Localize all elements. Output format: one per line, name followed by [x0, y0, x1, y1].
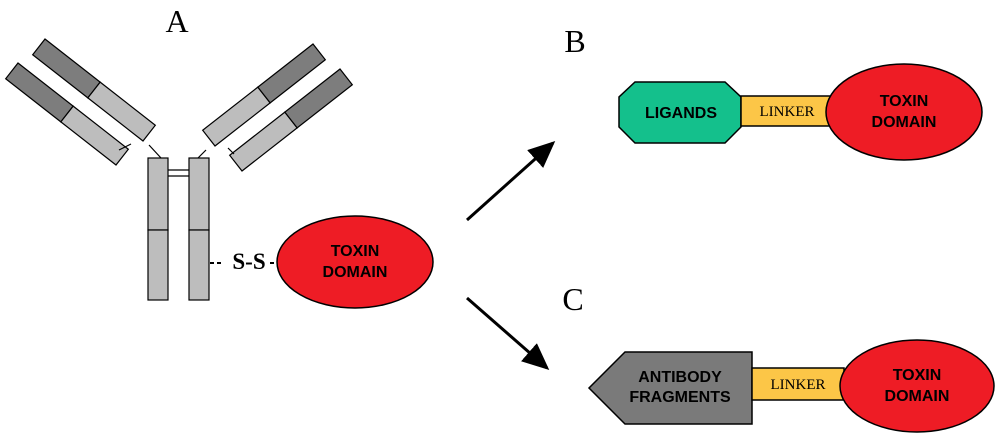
linker-label-c: LINKER: [771, 377, 826, 393]
panel-c-letter: C: [562, 281, 583, 317]
ligand-shape: [618, 81, 742, 144]
disulfide-label: S-S: [232, 249, 265, 274]
arrow-to-b: [465, 140, 556, 222]
toxin-domain-c: [839, 339, 995, 433]
toxin-label-b-line1: TOXIN: [880, 93, 929, 110]
toxin-label-c-line2: DOMAIN: [885, 388, 950, 405]
toxin-domain-a: [276, 215, 434, 309]
toxin-label-a-line1: TOXIN: [331, 243, 380, 260]
antibody-label-line2: FRAGMENTS: [629, 389, 731, 406]
antibody-label-line1: ANTIBODY: [638, 369, 722, 386]
linker-b: [740, 95, 834, 127]
panel-c: C ANTIBODY FRAGMENTS LINKER TOXIN DOMAIN: [562, 281, 995, 433]
left-arm-light: [4, 62, 130, 166]
panel-a-letter: A: [165, 3, 188, 39]
right-light-link: [227, 147, 235, 155]
toxin-label-c-line1: TOXIN: [893, 367, 942, 384]
arrow-to-c: [466, 296, 550, 370]
panel-b-letter: B: [564, 23, 585, 59]
ligand-label: LIGANDS: [645, 105, 717, 122]
right-arm-light: [228, 68, 354, 172]
right-arm-heavy: [201, 43, 327, 147]
toxin-label-a-line2: DOMAIN: [323, 264, 388, 281]
linker-label-b: LINKER: [760, 104, 815, 120]
right-hinge-link: [197, 149, 207, 159]
panel-a: A: [4, 3, 434, 309]
left-arm-heavy: [31, 38, 157, 142]
left-light-link: [118, 143, 132, 151]
panel-b: B LIGANDS LINKER TOXIN DOMAIN: [564, 23, 983, 161]
heavy-chain-stems: [147, 157, 210, 301]
antibody-fragment-shape: [587, 351, 753, 425]
toxin-label-b-line2: DOMAIN: [872, 114, 937, 131]
left-hinge-link: [148, 144, 162, 159]
toxin-domain-b: [825, 63, 983, 161]
